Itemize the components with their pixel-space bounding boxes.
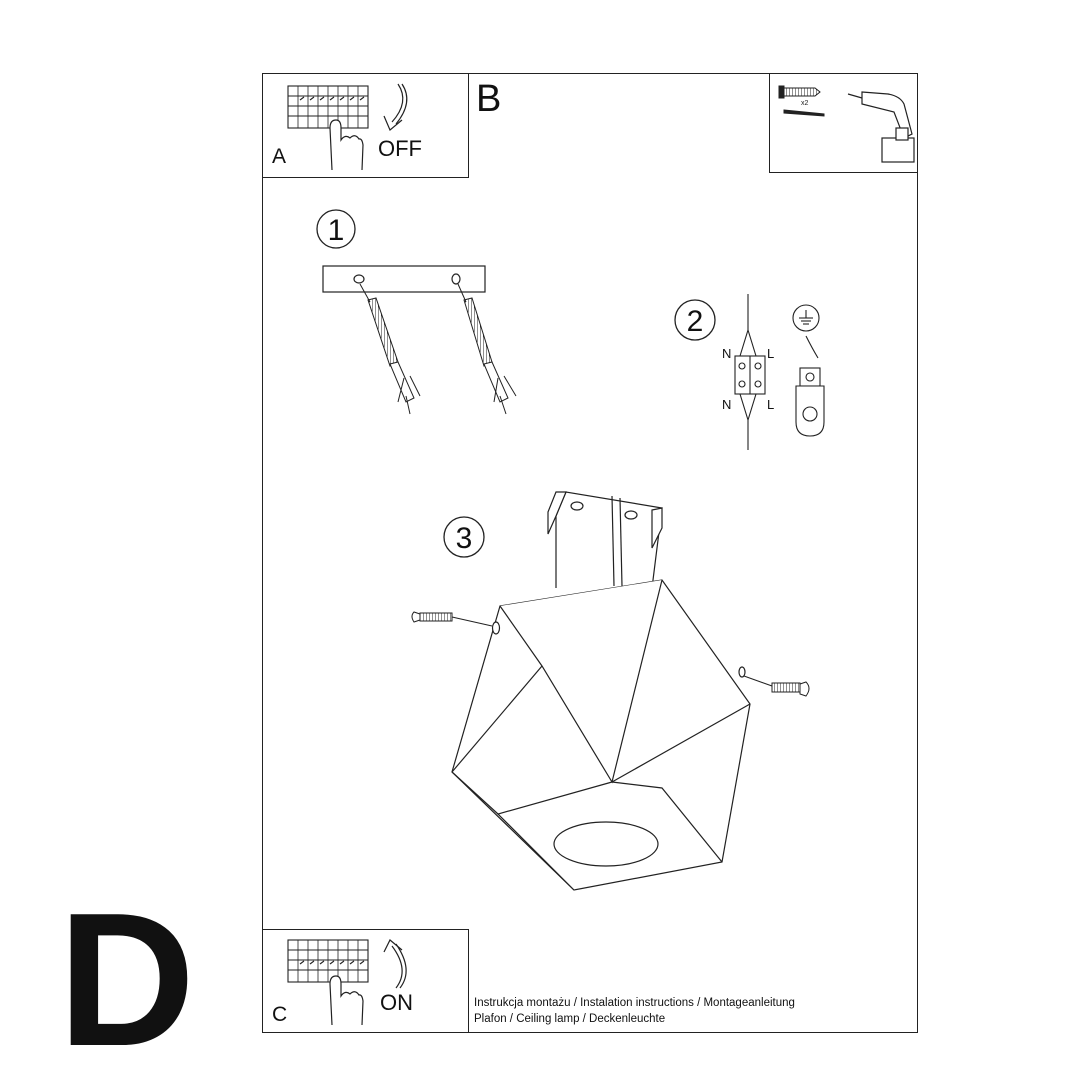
hand-on-icon (329, 975, 364, 1026)
section-b-label: B (476, 78, 502, 120)
wall-plug-left-icon (359, 283, 421, 415)
step-2-number: 2 (687, 305, 704, 338)
drill-icon (847, 91, 915, 163)
instructions-caption-line-2: Plafon / Ceiling lamp / Deckenleuchte (474, 1013, 666, 1025)
wire-neutral-top-label: N (722, 346, 731, 361)
mounting-plate (322, 265, 486, 293)
hand-off-icon (329, 119, 364, 171)
step-1-number: 1 (328, 214, 345, 247)
arrow-up-on-icon (383, 939, 407, 989)
screw-icon (783, 109, 825, 117)
panel-power-off (262, 73, 469, 178)
arrow-down-off-icon (383, 83, 408, 131)
step-3-marker: 3 (443, 516, 485, 558)
breaker-box-on-icon (287, 939, 369, 983)
ceiling-bracket (547, 491, 663, 589)
panel-power-on (262, 929, 469, 1033)
fixing-screw-left-icon (411, 611, 493, 627)
ground-symbol-icon (792, 304, 820, 359)
plug-count-label: x2 (801, 100, 809, 107)
wall-plug-icon (778, 85, 821, 99)
step-1-marker: 1 (316, 209, 356, 249)
instruction-page-frame (262, 73, 918, 1033)
step-3-number: 3 (456, 522, 473, 555)
panel-c-label: C (272, 1003, 288, 1026)
variant-letter: D (58, 874, 195, 1086)
lamp-shade (451, 579, 751, 891)
wire-live-bottom-label: L (767, 397, 774, 412)
panel-a-label: A (272, 145, 287, 168)
step-2-marker: 2 (674, 299, 716, 341)
wall-plug-right-icon (457, 283, 517, 415)
fixing-screw-right-icon (743, 675, 810, 697)
wire-live-top-label: L (767, 346, 774, 361)
terminal-block-icon (734, 294, 766, 450)
wire-neutral-bottom-label: N (722, 397, 731, 412)
ground-terminal-icon (795, 367, 825, 437)
instructions-caption-line-1: Instrukcja montażu / Instalation instruc… (474, 997, 795, 1009)
power-off-label: OFF (378, 136, 422, 161)
breaker-box-off-icon (287, 85, 369, 129)
power-on-label: ON (380, 990, 413, 1015)
